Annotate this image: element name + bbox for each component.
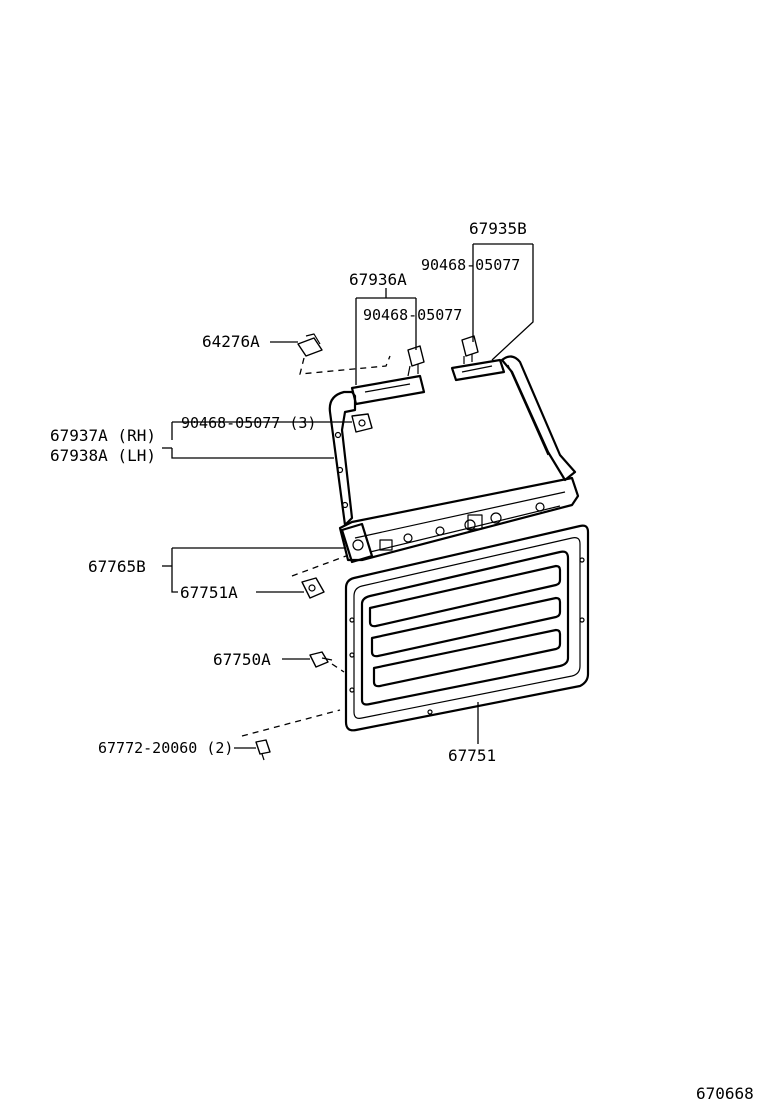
label-67937A-rh: 67937A (RH) (50, 426, 156, 445)
clip-left-side (351, 413, 373, 433)
label-67751A: 67751A (180, 583, 238, 602)
label-67751: 67751 (448, 746, 496, 765)
clip-top-left (407, 345, 425, 377)
label-67936A: 67936A (349, 270, 407, 289)
clip-top-right (461, 335, 479, 364)
label-67935B: 67935B (469, 219, 527, 238)
label-90468-05077-right: 90468-05077 (421, 256, 520, 274)
label-64276A: 64276A (202, 332, 260, 351)
window-frame-garnish (328, 355, 580, 564)
label-90468-05077-left: 90468-05077 (363, 306, 462, 324)
label-90468-05077-qty3: 90468-05077 (3) (181, 414, 316, 432)
clip-64276A (297, 333, 323, 357)
figure-code: 670668 (696, 1084, 754, 1103)
back-door-trim-board (344, 524, 590, 732)
label-67772-20060-qty2: 67772-20060 (2) (98, 739, 233, 757)
label-67750A: 67750A (213, 650, 271, 669)
leader-lines (162, 243, 534, 749)
screw-67772 (255, 739, 271, 761)
label-67938A-lh: 67938A (LH) (50, 446, 156, 465)
screw-67750A (309, 651, 333, 668)
clip-67751A (301, 577, 325, 599)
label-67765B: 67765B (88, 557, 146, 576)
